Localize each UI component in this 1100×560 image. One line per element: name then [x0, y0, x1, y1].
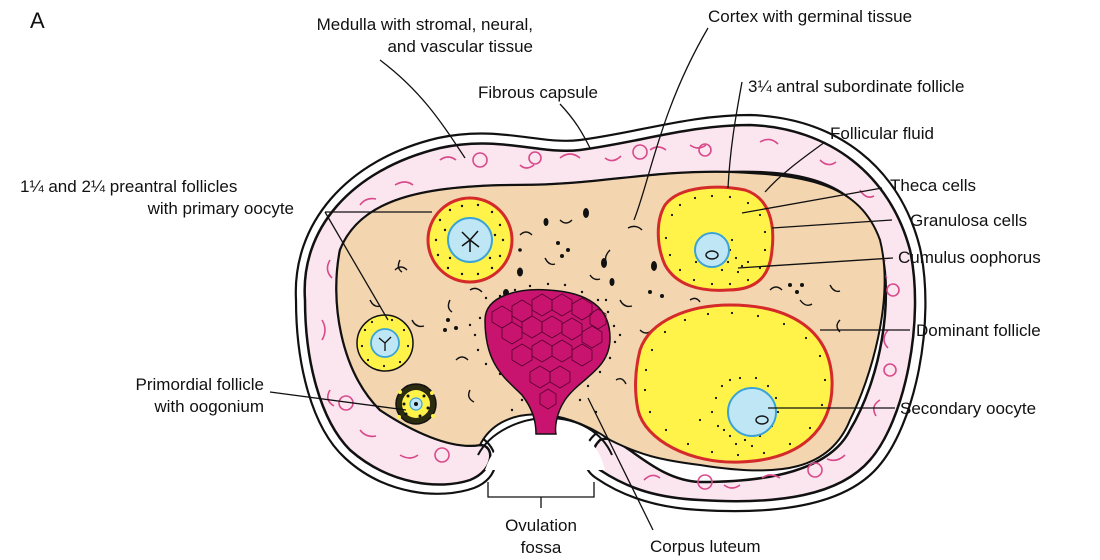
label-cortex: Cortex with germinal tissue [708, 7, 912, 26]
label-theca-cells: Theca cells [890, 176, 976, 195]
label-medulla-line2: and vascular tissue [387, 37, 533, 56]
dominant-follicle [636, 305, 833, 462]
preantral-follicle-lower [357, 315, 413, 371]
label-corpus-luteum: Corpus luteum [650, 537, 761, 556]
label-medulla-line1: Medulla with stromal, neural, [317, 15, 533, 34]
label-primordial-line1: Primordial follicle [136, 375, 264, 394]
primordial-follicle [396, 384, 436, 424]
label-ovulation-fossa-line1: Ovulation [505, 516, 577, 535]
preantral-follicle-upper [428, 198, 512, 282]
label-follicular-fluid: Follicular fluid [830, 124, 934, 143]
label-preantral-line1: 1¼ and 2¼ preantral follicles [20, 177, 237, 196]
label-cumulus-oophorus: Cumulus oophorus [898, 248, 1041, 267]
label-granulosa-cells: Granulosa cells [910, 211, 1027, 230]
label-preantral-line2: with primary oocyte [147, 199, 294, 218]
label-primordial-line2: with oogonium [153, 397, 264, 416]
label-antral-follicle: 3¼ antral subordinate follicle [748, 77, 964, 96]
label-fibrous-capsule: Fibrous capsule [478, 83, 598, 102]
panel-letter: A [30, 8, 45, 33]
label-ovulation-fossa-line2: fossa [521, 538, 562, 557]
antral-subordinate-follicle [658, 187, 773, 290]
label-secondary-oocyte: Secondary oocyte [900, 399, 1036, 418]
label-dominant-follicle: Dominant follicle [916, 321, 1041, 340]
